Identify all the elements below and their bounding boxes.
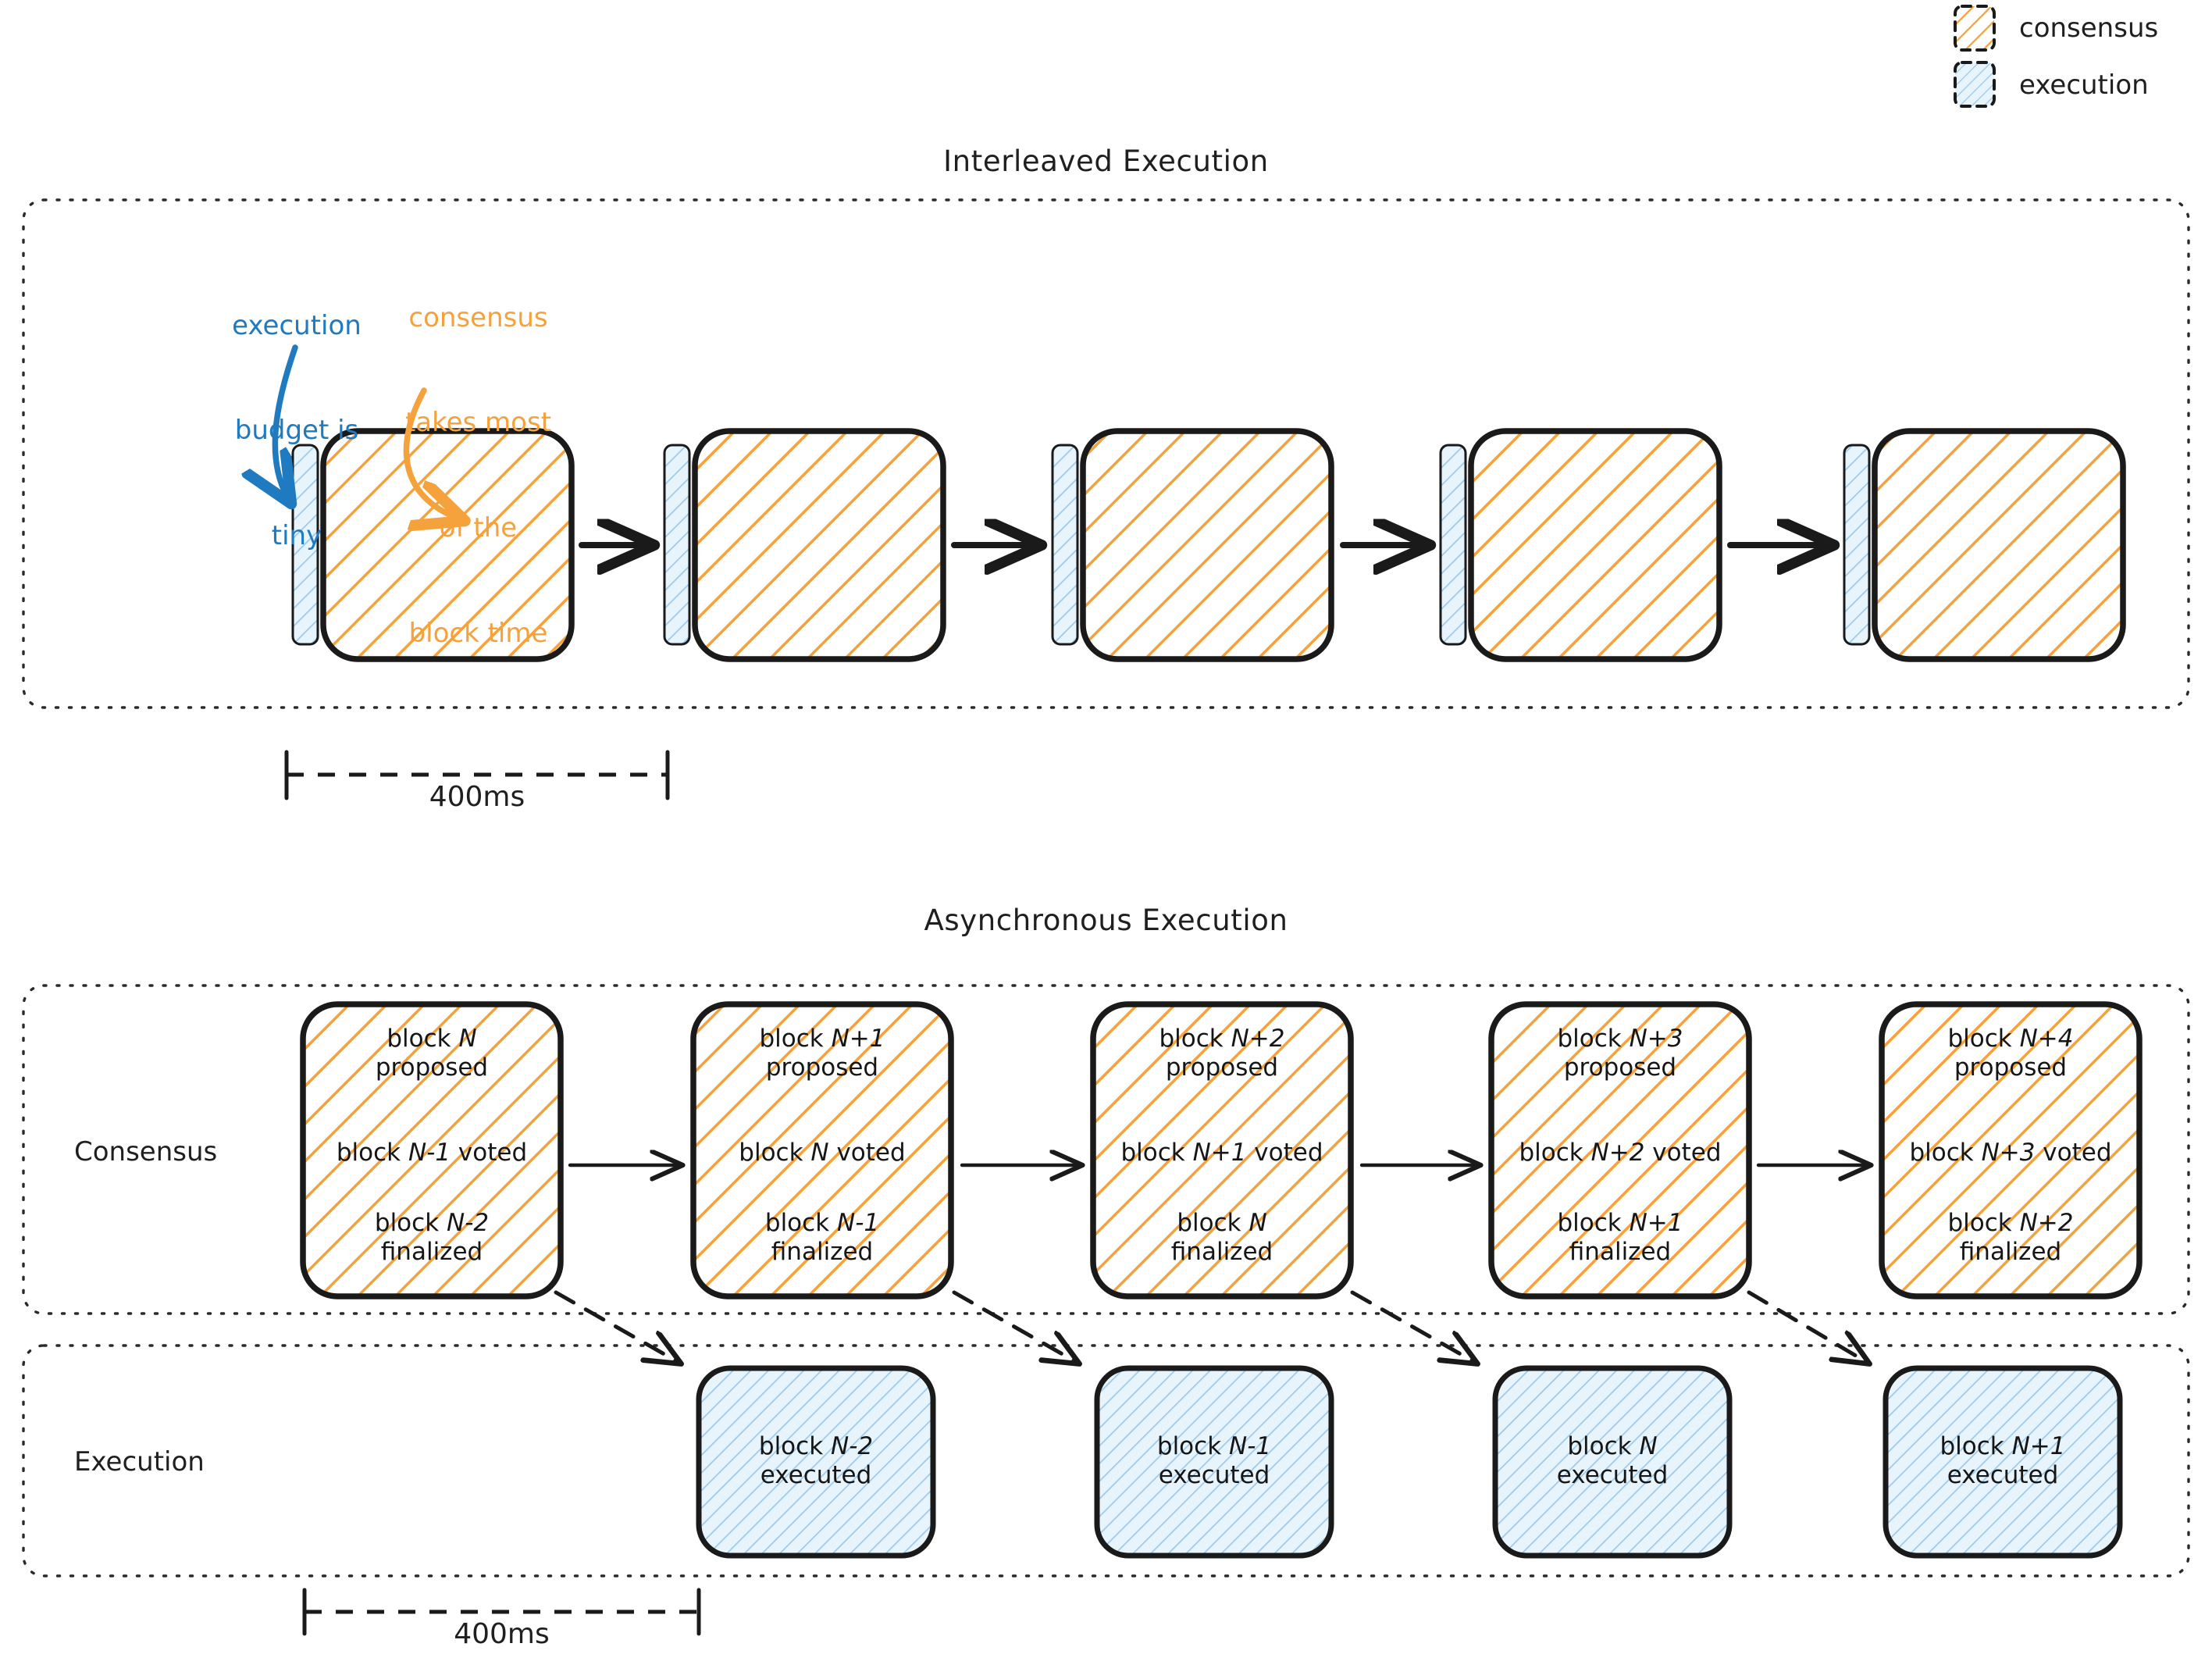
consensus-block — [690, 1001, 954, 1299]
consensus-block — [1090, 1001, 1354, 1299]
block-line: block N voted — [739, 1139, 906, 1167]
annotation-consensus-share: consensus takes most of the block time — [390, 230, 566, 721]
consensus-block-text: block N+3 proposed block N+2 voted block… — [1491, 1004, 1749, 1296]
legend-label-consensus: consensus — [2019, 12, 2159, 44]
block-line: block N+1 voted — [1120, 1139, 1323, 1167]
legend-label-execution: execution — [2019, 70, 2149, 101]
execution-sliver — [291, 444, 319, 646]
block-line: block N+3 — [1557, 1025, 1683, 1053]
block-line: block N+4 — [1947, 1025, 2074, 1053]
block-line: proposed — [1165, 1053, 1279, 1082]
handoff-arrow — [1747, 1290, 1868, 1363]
annotation-line: takes most — [404, 407, 552, 439]
execution-block-text: block N-1 executed — [1097, 1368, 1331, 1556]
block-line: block N-1 — [764, 1209, 880, 1237]
consensus-block — [300, 1001, 564, 1299]
dimension-400ms-top — [284, 750, 670, 800]
execution-block — [696, 1365, 936, 1559]
block-line: block N — [1177, 1209, 1267, 1237]
consensus-block — [1872, 428, 2126, 662]
annotation-line: block time — [408, 617, 548, 649]
annotation-line: tiny — [271, 520, 322, 551]
annotation-line: budget is — [234, 415, 359, 447]
row-label-execution: Execution — [74, 1446, 205, 1478]
annotation-line: execution — [232, 309, 362, 341]
consensus-block-text: block N+1 proposed block N voted block N… — [693, 1004, 951, 1296]
block-line: block N+2 — [1159, 1025, 1285, 1053]
execution-sliver — [1439, 444, 1467, 646]
legend-swatch-consensus — [1954, 5, 1996, 52]
block-line: finalized — [1569, 1237, 1672, 1266]
execution-budget-arrow — [275, 344, 298, 500]
consensus-block — [1468, 428, 1722, 662]
block-line: block N+1 — [1557, 1209, 1683, 1237]
block-line: block N+3 voted — [1909, 1139, 2112, 1167]
consensus-block — [692, 428, 946, 662]
annotation-line: consensus — [408, 301, 548, 333]
block-line: finalized — [771, 1237, 874, 1266]
block-line: proposed — [765, 1053, 879, 1082]
block-line: block N-2 — [758, 1432, 874, 1460]
block-line: finalized — [380, 1237, 483, 1266]
block-line: proposed — [1563, 1053, 1677, 1082]
row-label-consensus: Consensus — [74, 1136, 218, 1167]
block-line: executed — [1158, 1460, 1270, 1489]
dimension-400ms-bottom — [302, 1588, 701, 1636]
consensus-block-text: block N+2 proposed block N+1 voted block… — [1093, 1004, 1351, 1296]
block-line: block N-1 — [1156, 1432, 1272, 1460]
block-line: block N+2 voted — [1519, 1139, 1722, 1167]
consensus-block — [320, 428, 575, 662]
consensus-block-text: block N proposed block N-1 voted block N… — [303, 1004, 561, 1296]
execution-sliver — [1843, 444, 1871, 646]
execution-sliver — [663, 444, 691, 646]
annotation-line: of the — [439, 512, 518, 544]
execution-block-text: block N-2 executed — [699, 1368, 933, 1556]
section-title-asynchronous: Asynchronous Execution — [924, 904, 1288, 937]
block-line: proposed — [1954, 1053, 2068, 1082]
consensus-share-arrow — [403, 387, 461, 519]
annotation-execution-budget: execution budget is tiny — [219, 238, 375, 624]
execution-block — [1883, 1365, 2123, 1559]
block-line: block N — [386, 1025, 477, 1053]
consensus-block — [1080, 428, 1334, 662]
handoff-arrow — [952, 1290, 1078, 1363]
dimension-label-400ms-bottom: 400ms — [454, 1618, 550, 1650]
execution-block — [1094, 1365, 1334, 1559]
block-line: block N+1 — [759, 1025, 885, 1053]
execution-block-text: block N+1 executed — [1886, 1368, 2120, 1556]
consensus-block — [1879, 1001, 2143, 1299]
block-line: finalized — [1170, 1237, 1273, 1266]
block-line: proposed — [375, 1053, 489, 1082]
consensus-block-text: block N+4 proposed block N+3 voted block… — [1882, 1004, 2139, 1296]
handoff-arrow — [1350, 1290, 1476, 1363]
block-line: block N+1 — [1940, 1432, 2066, 1460]
dimension-label-400ms-top: 400ms — [429, 781, 525, 813]
block-line: block N+2 — [1947, 1209, 2074, 1237]
execution-block — [1492, 1365, 1733, 1559]
block-line: block N-2 — [374, 1209, 490, 1237]
execution-block-text: block N executed — [1495, 1368, 1729, 1556]
block-line: executed — [760, 1460, 872, 1489]
execution-sliver — [1051, 444, 1079, 646]
block-line: executed — [1556, 1460, 1669, 1489]
block-line: block N — [1567, 1432, 1658, 1460]
section-title-interleaved: Interleaved Execution — [943, 144, 1269, 178]
block-line: block N-1 voted — [336, 1139, 528, 1167]
consensus-row-container — [22, 984, 2190, 1315]
consensus-block — [1488, 1001, 1752, 1299]
block-line: finalized — [1959, 1237, 2062, 1266]
interleaved-container — [22, 198, 2190, 709]
block-line: executed — [1947, 1460, 2059, 1489]
legend-swatch-execution — [1954, 61, 1996, 108]
execution-row-container — [22, 1344, 2190, 1577]
handoff-arrow — [554, 1290, 679, 1363]
